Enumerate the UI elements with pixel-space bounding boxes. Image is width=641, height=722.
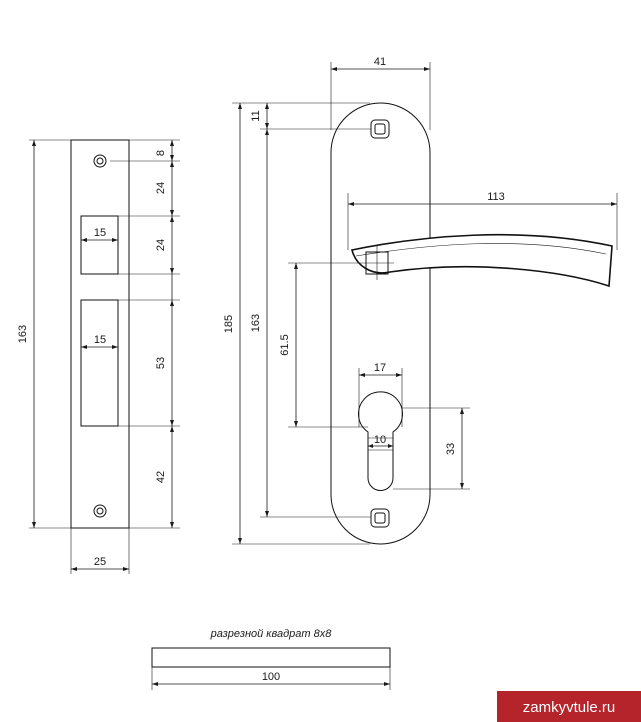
top-hole-offset-label: 11 [250,110,262,121]
spindle-caption: разрезной квадрат 8х8 [210,628,333,640]
strike-width-dimension: 25 [70,528,130,574]
spindle-bar: разрезной квадрат 8х8 100 [151,628,391,690]
bottom-screw-icon [93,504,107,518]
handle-plate [330,102,613,545]
total-height-label: 185 [223,315,235,333]
mount-spacing-label: 163 [250,314,262,332]
lower-slot-height-label: 53 [155,357,167,369]
mount-spacing-dimension: 11 163 [250,103,371,518]
lower-slot [80,299,119,427]
plate-width-label: 41 [374,56,386,68]
spindle-cylinder-dimension: 61.5 [279,262,368,428]
handle-length-label: 113 [487,191,505,203]
bottom-mount-icon [370,508,390,528]
cylinder-width-dimension: 17 [358,362,403,427]
strike-height-label: 163 [17,325,29,343]
strike-width-label: 25 [94,556,106,568]
upper-slot-height-label: 24 [155,239,167,251]
spindle-length-label: 100 [262,671,280,683]
cylinder-neck-label: 10 [374,434,386,446]
cylinder-height-label: 33 [445,443,457,455]
lower-slot-width-label: 15 [94,334,106,346]
top-mount-icon [370,119,390,139]
slot-width-dimensions: 15 15 [81,227,118,349]
cylinder-width-label: 17 [374,362,386,374]
cylinder-keyhole [358,391,403,491]
cylinder-neck-dimension: 10 [368,434,393,448]
upper-slot [80,215,119,275]
upper-gap-label: 24 [155,182,167,194]
top-gap-label: 8 [155,150,167,156]
watermark-text: zamkyvtule.ru [523,699,616,716]
lever-handle [351,233,613,288]
total-height-dimension: 185 [223,102,370,545]
strike-plate [70,139,130,529]
spindle-bar-outline [151,647,391,668]
spindle-cylinder-label: 61.5 [279,334,291,355]
top-screw-icon [93,154,107,168]
handle-length-dimension: 113 [347,191,618,250]
cylinder-height-dimension: 33 [393,407,470,490]
handle-plate-outline [330,102,431,545]
bottom-gap-label: 42 [155,471,167,483]
plate-width-dimension: 41 [330,56,431,130]
upper-slot-width-label: 15 [94,227,106,239]
strike-chain-dimensions: 8 24 24 53 42 [110,139,180,529]
strike-plate-outline [70,139,130,529]
watermark: zamkyvtule.ru [497,691,641,722]
strike-height-dimension: 163 [17,139,71,529]
